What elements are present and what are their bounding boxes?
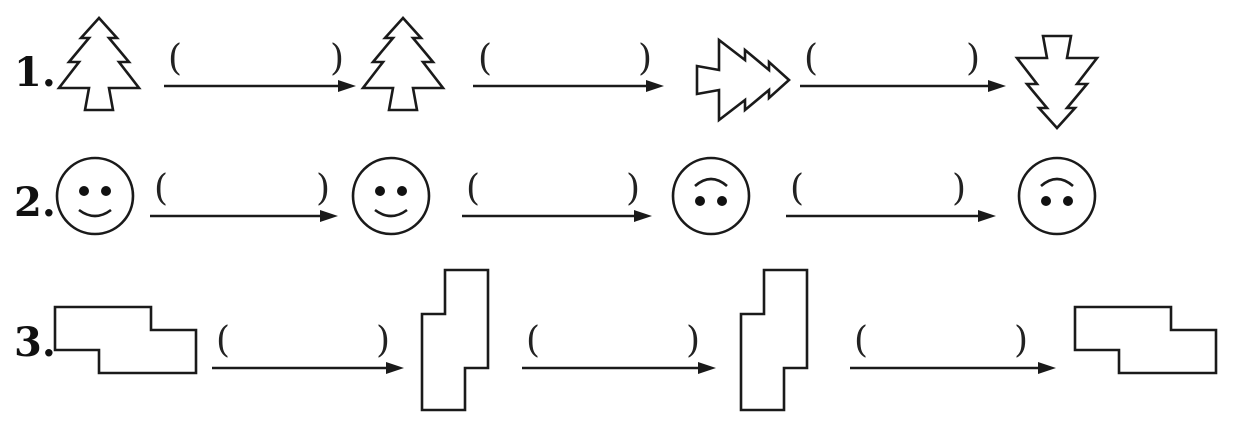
row-1-label: 1. [14, 49, 56, 96]
paren-open: ( [804, 38, 818, 79]
arrow-r2-3: ( ) [786, 168, 996, 222]
paren-open: ( [216, 320, 230, 361]
arrow-r1-3: ( ) [800, 38, 1006, 92]
paren-open: ( [466, 168, 480, 209]
paren-close: ) [376, 320, 390, 361]
paren-close: ) [626, 168, 640, 209]
paren-open: ( [854, 320, 868, 361]
z-shape-horizontal-2 [1073, 305, 1218, 375]
arrow-r3-2: ( ) [522, 320, 716, 374]
tree-upside-down [1015, 34, 1099, 130]
paren-close: ) [952, 168, 966, 209]
arrow-r1-1: ( ) [164, 38, 356, 92]
z-shape-vertical-2 [739, 268, 809, 412]
tree-upright-2 [361, 16, 445, 112]
paren-close: ) [966, 38, 980, 79]
smiley-face-2 [351, 156, 431, 236]
arrow-r1-2: ( ) [473, 38, 664, 92]
z-shape-horizontal-1 [53, 305, 198, 375]
tree-upright-1 [57, 16, 141, 112]
arrow-r2-2: ( ) [462, 168, 652, 222]
arrow-r3-1: ( ) [212, 320, 404, 374]
paren-open: ( [790, 168, 804, 209]
paren-close: ) [638, 38, 652, 79]
arrow-r3-3: ( ) [850, 320, 1056, 374]
paren-open: ( [168, 38, 182, 79]
z-shape-vertical-1 [420, 268, 490, 412]
paren-close: ) [686, 320, 700, 361]
row-3-label: 3. [14, 319, 56, 366]
smiley-face-1 [55, 156, 135, 236]
paren-close: ) [330, 38, 344, 79]
arrow-r2-1: ( ) [150, 168, 338, 222]
paren-open: ( [154, 168, 168, 209]
upside-down-face-1 [671, 156, 751, 236]
paren-open: ( [478, 38, 492, 79]
row-2-label: 2. [14, 179, 56, 226]
paren-open: ( [526, 320, 540, 361]
upside-down-face-2 [1017, 156, 1097, 236]
paren-close: ) [1014, 320, 1028, 361]
tree-pointing-right [695, 38, 791, 122]
paren-close: ) [316, 168, 330, 209]
